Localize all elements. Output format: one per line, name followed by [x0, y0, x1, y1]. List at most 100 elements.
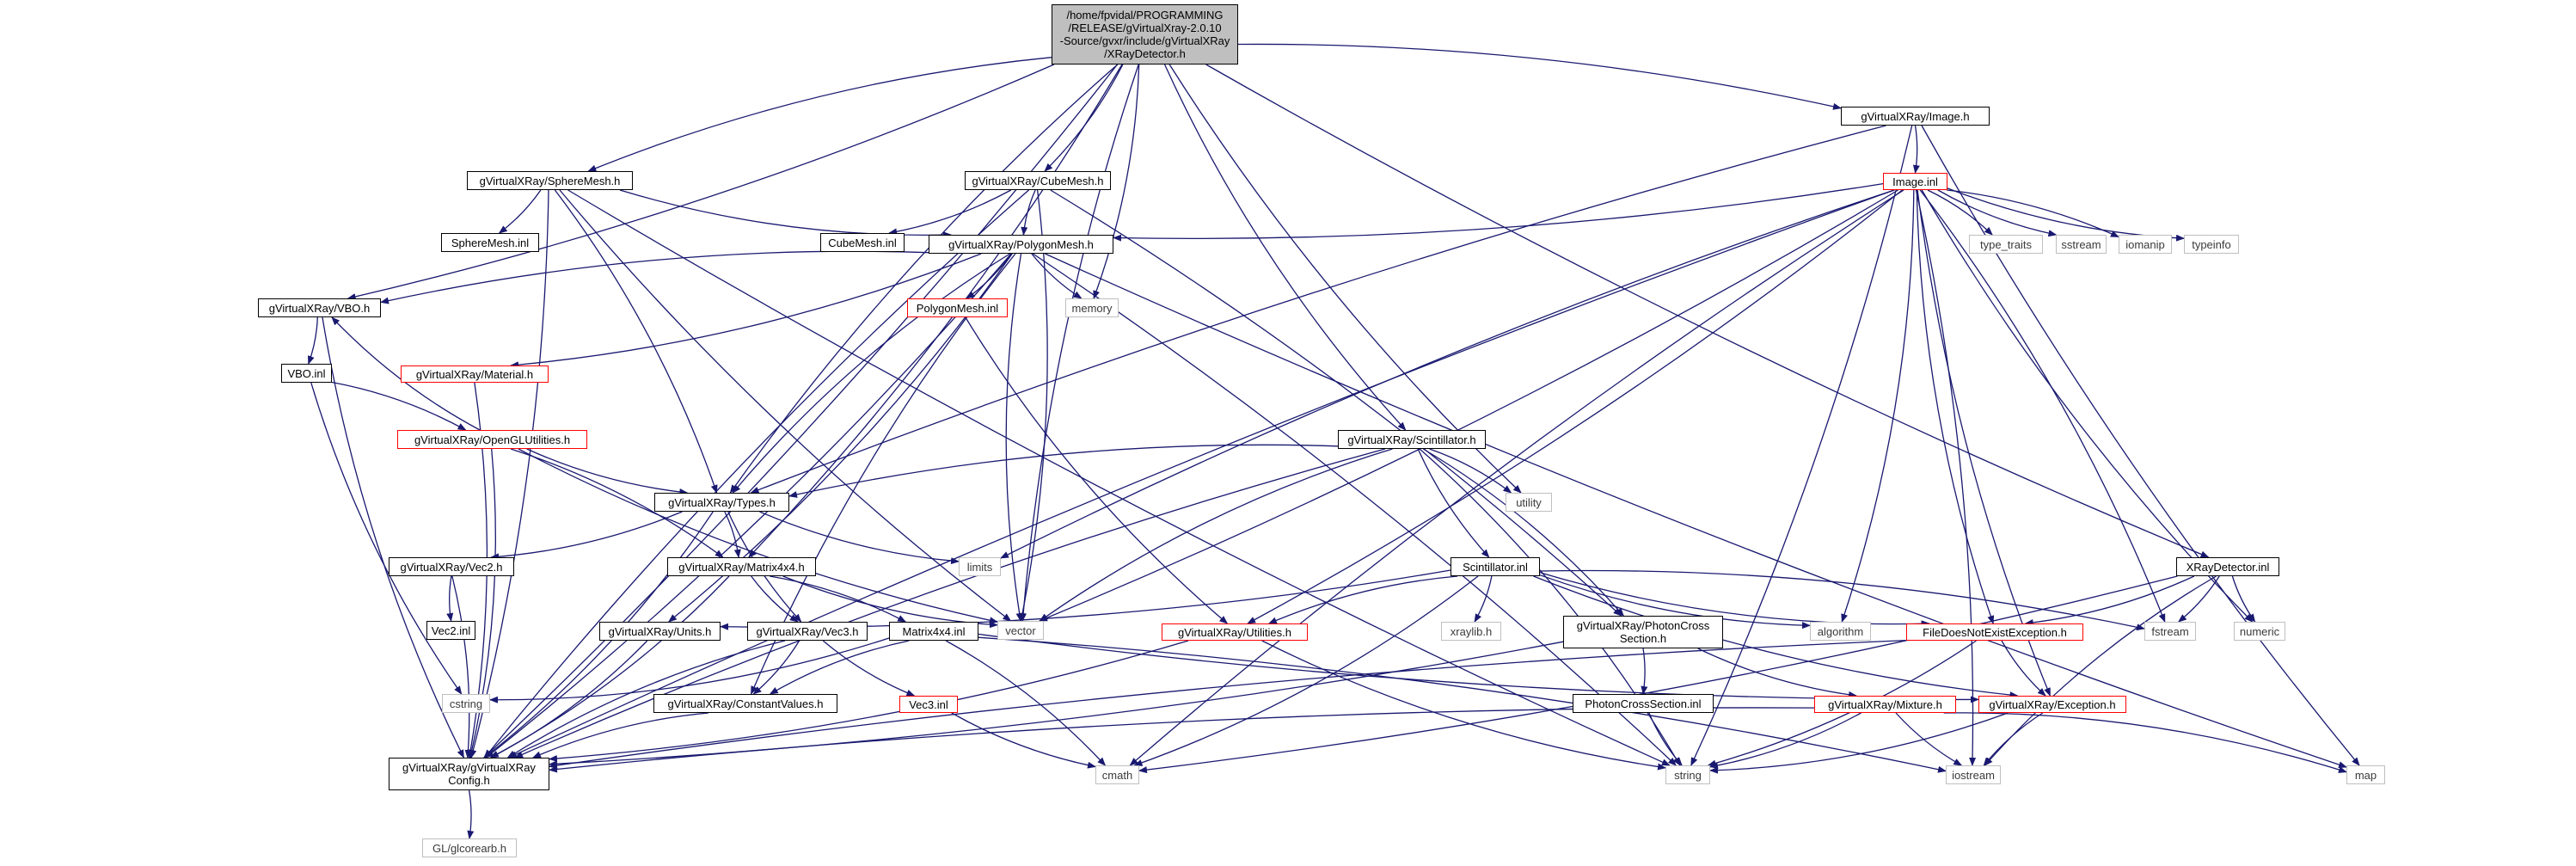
- edge-matrix-h-to-vec3-h: [751, 575, 799, 623]
- edge-vec3-h-to-config-h: [506, 640, 786, 759]
- graph-node-cubemesh-h[interactable]: gVirtualXRay/CubeMesh.h: [965, 171, 1111, 190]
- edge-root-to-scintillator-h: [1164, 64, 1407, 431]
- graph-node-string[interactable]: string: [1665, 765, 1710, 784]
- graph-node-vector[interactable]: vector: [997, 621, 1044, 640]
- graph-node-map[interactable]: map: [2346, 765, 2385, 784]
- graph-node-material-h[interactable]: gVirtualXRay/Material.h: [401, 365, 549, 383]
- edge-image-h-to-map: [1921, 125, 2360, 766]
- edge-scint-inl-to-fstream: [1539, 569, 2145, 631]
- edge-photon-h-to-mixture-h: [1697, 648, 1857, 698]
- edge-constvalues-h-to-config-h: [532, 712, 708, 759]
- graph-node-vec3-inl[interactable]: Vec3.inl: [899, 696, 958, 713]
- edge-image-inl-to-polygonmesh-h: [1113, 182, 1884, 242]
- graph-node-vbo-h[interactable]: gVirtualXRay/VBO.h: [258, 298, 381, 317]
- graph-node-mixture-h[interactable]: gVirtualXRay/Mixture.h: [1814, 696, 1956, 713]
- graph-node-cstring[interactable]: cstring: [442, 694, 490, 713]
- edge-image-h-to-image-inl: [1912, 125, 1920, 174]
- graph-node-fdne-h[interactable]: FileDoesNotExistException.h: [1906, 623, 2083, 641]
- edge-polygonmesh-h-to-material-h: [510, 253, 982, 369]
- graph-node-exception-h[interactable]: gVirtualXRay/Exception.h: [1978, 696, 2126, 713]
- edge-xraydet-inl-to-fstream: [2178, 575, 2220, 623]
- edge-image-inl-to-fstream: [1919, 189, 2166, 623]
- edge-image-inl-to-sstream: [1937, 189, 2058, 237]
- graph-node-opengl-h[interactable]: gVirtualXRay/OpenGLUtilities.h: [397, 430, 587, 449]
- edge-scintillator-h-to-utility: [1429, 448, 1512, 494]
- graph-node-photon-h[interactable]: gVirtualXRay/PhotonCross Section.h: [1563, 616, 1723, 648]
- graph-node-algorithm[interactable]: algorithm: [1810, 622, 1871, 641]
- graph-node-vec2-h[interactable]: gVirtualXRay/Vec2.h: [389, 557, 514, 576]
- edge-types-h-to-config-h: [483, 511, 714, 759]
- edge-polygonmesh-h-to-map: [1045, 253, 2347, 769]
- graph-node-xraydet-inl[interactable]: XRayDetector.inl: [2176, 557, 2279, 576]
- graph-node-glcorearb[interactable]: GL/glcorearb.h: [422, 838, 517, 857]
- edge-photon-h-to-photon-inl: [1641, 648, 1648, 695]
- edge-scintillator-h-to-config-h: [514, 448, 1386, 759]
- graph-node-vec2-inl[interactable]: Vec2.inl: [426, 621, 475, 640]
- edge-types-h-to-limits: [759, 511, 960, 565]
- graph-node-constvalues-h[interactable]: gVirtualXRay/ConstantValues.h: [653, 694, 837, 713]
- edge-scintillator-h-to-vector: [1039, 448, 1393, 622]
- edge-units-h-to-config-h: [490, 640, 648, 759]
- graph-node-limits[interactable]: limits: [959, 557, 1001, 576]
- graph-node-sstream[interactable]: sstream: [2056, 235, 2107, 254]
- graph-node-polygonmesh-inl[interactable]: PolygonMesh.inl: [907, 298, 1008, 317]
- edge-cubemesh-h-to-cubemesh-inl: [888, 189, 1012, 236]
- graph-node-scint-inl[interactable]: Scintillator.inl: [1451, 557, 1540, 576]
- graph-node-numeric[interactable]: numeric: [2234, 622, 2285, 641]
- graph-node-vbo-inl[interactable]: VBO.inl: [281, 364, 332, 383]
- graph-node-matrix-h[interactable]: gVirtualXRay/Matrix4x4.h: [667, 557, 816, 576]
- graph-node-image-h[interactable]: gVirtualXRay/Image.h: [1841, 107, 1990, 126]
- edge-scint-inl-to-fdne-h: [1539, 572, 1930, 628]
- edge-photon-inl-to-string: [1648, 712, 1683, 766]
- edge-matrix-inl-to-cmath: [945, 640, 1107, 766]
- graph-node-image-inl[interactable]: Image.inl: [1883, 173, 1947, 190]
- graph-node-spheremesh-inl[interactable]: SphereMesh.inl: [441, 233, 539, 252]
- graph-node-types-h[interactable]: gVirtualXRay/Types.h: [654, 493, 789, 512]
- edge-fdne-h-to-string: [1707, 640, 1977, 767]
- graph-node-utility[interactable]: utility: [1506, 493, 1552, 512]
- graph-node-utilities-h[interactable]: gVirtualXRay/Utilities.h: [1162, 623, 1308, 641]
- graph-node-matrix-inl[interactable]: Matrix4x4.inl: [889, 622, 978, 641]
- graph-node-typeinfo[interactable]: typeinfo: [2184, 235, 2239, 254]
- graph-node-cmath[interactable]: cmath: [1095, 765, 1139, 784]
- graph-node-vec3-h[interactable]: gVirtualXRay/Vec3.h: [747, 622, 868, 641]
- graph-node-scintillator-h[interactable]: gVirtualXRay/Scintillator.h: [1338, 430, 1486, 449]
- graph-node-photon-inl[interactable]: PhotonCrossSection.inl: [1573, 694, 1714, 713]
- edge-image-inl-to-vector: [1038, 189, 1898, 622]
- graph-node-units-h[interactable]: gVirtualXRay/Units.h: [599, 622, 721, 641]
- edge-image-inl-to-config-h: [507, 189, 1895, 759]
- edge-vec3-h-to-vec3-inl: [822, 640, 916, 697]
- edge-types-h-to-matrix-h: [724, 511, 741, 558]
- edge-image-inl-to-fdne-h: [1916, 189, 1995, 624]
- edge-vbo-inl-to-cstring: [310, 382, 463, 695]
- edge-matrix-inl-to-cstring: [489, 637, 890, 703]
- graph-node-spheremesh-h[interactable]: gVirtualXRay/SphereMesh.h: [467, 171, 633, 190]
- edge-vec3-inl-to-cmath: [951, 712, 1096, 769]
- graph-node-iostream[interactable]: iostream: [1946, 765, 2001, 784]
- graph-node-config-h[interactable]: gVirtualXRay/gVirtualXRay Config.h: [389, 758, 549, 790]
- edge-spheremesh-h-to-vector: [559, 189, 1012, 622]
- graph-node-xraylib[interactable]: xraylib.h: [1441, 622, 1501, 641]
- graph-node-type-traits[interactable]: type_traits: [1969, 235, 2043, 254]
- edge-vbo-h-to-vbo-inl: [308, 316, 318, 365]
- edge-opengl-h-to-matrix-h: [510, 448, 724, 558]
- edge-config-h-to-glcorearb: [467, 789, 475, 839]
- edge-polygonmesh-h-to-polygonmesh-inl: [966, 253, 1013, 299]
- graph-node-cubemesh-inl[interactable]: CubeMesh.inl: [820, 233, 905, 252]
- graph-node-memory[interactable]: memory: [1065, 298, 1119, 317]
- graph-node-polygonmesh-h[interactable]: gVirtualXRay/PolygonMesh.h: [929, 235, 1113, 254]
- edge-exception-h-to-string: [1709, 712, 2009, 774]
- edge-mixture-h-to-iostream: [1895, 712, 1963, 766]
- edge-exception-h-to-iostream: [1983, 712, 2044, 766]
- edge-polygonmesh-h-to-vector: [1005, 253, 1023, 622]
- edge-polygonmesh-h-to-config-h: [485, 253, 1012, 759]
- edge-scintillator-h-to-photon-h: [1422, 448, 1624, 617]
- edge-scint-inl-to-xraylib: [1474, 575, 1493, 623]
- edge-root-to-image-h: [1237, 43, 1842, 110]
- edge-spheremesh-h-to-spheremesh-inl: [498, 189, 542, 234]
- edge-opengl-h-to-vector: [518, 448, 998, 624]
- graph-node-iomanip[interactable]: iomanip: [2119, 235, 2172, 254]
- edge-scintillator-h-to-types-h: [788, 444, 1339, 498]
- graph-node-fstream[interactable]: fstream: [2144, 622, 2196, 641]
- edge-polygonmesh-h-to-string: [1032, 253, 1677, 766]
